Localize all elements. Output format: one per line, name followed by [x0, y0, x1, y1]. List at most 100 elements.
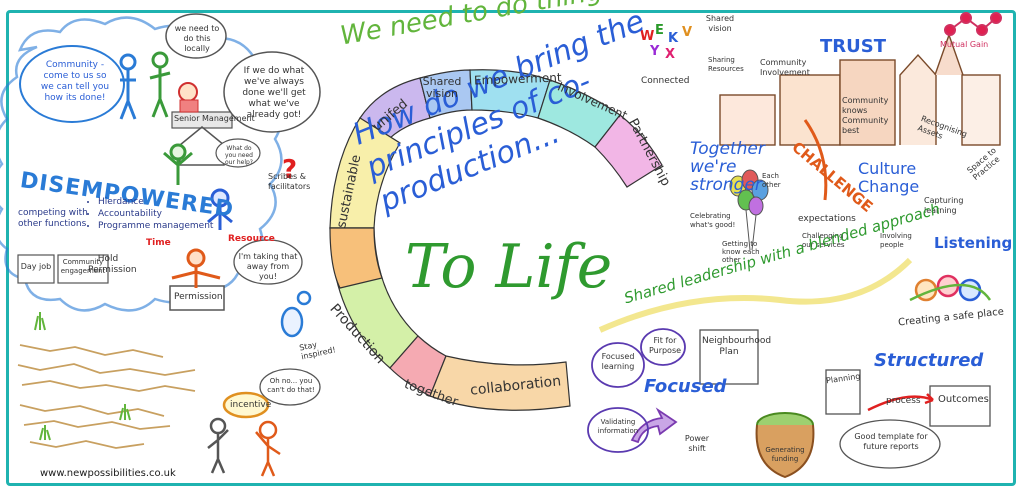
- community-involvement-label: Community Involvement: [760, 58, 810, 77]
- locally-thought-bubble: [165, 13, 227, 59]
- town-buildings: [719, 32, 1001, 146]
- community-speech-bubble: [19, 45, 125, 123]
- question-mark-icon: ?: [282, 155, 297, 185]
- svg-text:E: E: [655, 23, 664, 38]
- community-engagement-label: Community engagement: [60, 258, 106, 275]
- focused-arrow-icon: [630, 407, 678, 444]
- community-figures: [119, 51, 171, 120]
- svg-text:V: V: [682, 25, 692, 40]
- disempowered-list: Hierdance Accountability Programme manag…: [86, 196, 213, 232]
- culture-change-title: Culture Change: [858, 159, 920, 196]
- community-knows-label: Community knows Community best: [842, 96, 889, 135]
- incentive-label: incentive: [230, 400, 272, 410]
- capturing-learning-label: Capturing learning: [924, 196, 964, 215]
- listening-label: Listening: [934, 234, 1013, 252]
- seek-permission-label: Hold Permission: [88, 254, 137, 275]
- permission-figure: [171, 248, 221, 288]
- day-job-box: [17, 254, 55, 284]
- incentive-carrot: [222, 391, 270, 419]
- community-quote: Community - come to us so we can tell yo…: [40, 60, 110, 103]
- structured-title: Structured: [874, 350, 984, 371]
- structured-arrow: [867, 395, 934, 412]
- focused-learning-label: Focused learning: [601, 352, 635, 371]
- svg-text:Y: Y: [649, 44, 660, 59]
- senior-management-desk: [171, 111, 233, 129]
- outcomes-label: Outcomes: [938, 394, 989, 405]
- generating-funding-pot-icon: [755, 412, 815, 479]
- good-template-cloud: [839, 419, 941, 469]
- oh-no-bubble: [259, 368, 321, 406]
- permission-label: Permission: [174, 292, 223, 302]
- sharing-resources-label: Sharing Resources: [708, 56, 744, 73]
- manager-head: [178, 82, 198, 102]
- involving-people-label: Involving people: [880, 232, 912, 249]
- generating-funding-label: Generating funding: [765, 446, 805, 463]
- list-item: Programme management: [98, 220, 213, 232]
- cracked-ground: [17, 344, 196, 449]
- structured-arrow-tip: [924, 393, 934, 405]
- oh-no-quote: Oh no... you can't do that!: [267, 377, 315, 394]
- doing-what-weve-always-done-bubble: [223, 51, 321, 133]
- power-shift-label: Power shift: [684, 434, 710, 453]
- planning-doc: [825, 369, 861, 415]
- stay-inspired-figure: [280, 290, 312, 338]
- website-url[interactable]: www.newpossibilities.co.uk: [40, 468, 176, 479]
- process-label: process: [886, 396, 921, 406]
- neighbourhood-plan-doc: [699, 329, 759, 385]
- senior-management-label: Senior Management: [174, 114, 255, 123]
- co-production-spiral: [329, 69, 663, 411]
- list-item: Accountability: [98, 208, 213, 220]
- together-stronger-title: Together we're stronger: [690, 139, 765, 195]
- each-other-label: Each other: [762, 172, 781, 189]
- what-do-you-need-note: What do you need our help?: [224, 145, 253, 166]
- expectations-label: expectations: [798, 214, 856, 224]
- competing-note: competing with other functions: [18, 208, 88, 229]
- balloons: [729, 169, 769, 251]
- focused-clouds: [587, 328, 686, 453]
- resource-label: Resource: [228, 234, 275, 244]
- trust-label: TRUST: [820, 36, 886, 57]
- taking-that-away-bubble: [233, 239, 303, 285]
- incentive-figures: [207, 417, 281, 477]
- green-figure: [163, 143, 193, 185]
- spiral-segment-partnership: [594, 114, 663, 188]
- good-template-label: Good template for future reports: [854, 432, 928, 451]
- scribes-note: Scribes & facilitators: [268, 172, 311, 191]
- challenge-ribbon: [803, 119, 828, 201]
- to-life-title: To Life: [405, 232, 613, 302]
- list-item: Hierdance: [98, 196, 213, 208]
- fit-for-purpose-label: Fit for Purpose: [648, 336, 682, 355]
- neighbourhood-plan-label: Neighbourhood Plan: [702, 336, 772, 357]
- blended-approach-swirl: [598, 257, 913, 333]
- svg-text:W: W: [640, 29, 654, 44]
- time-label: Time: [146, 238, 171, 248]
- spiral-label-shared-vision: Shared vision: [422, 75, 462, 100]
- spiral-segment-collaboration: [429, 355, 571, 411]
- shared-vision-note: Shared vision: [705, 14, 735, 33]
- taking-away-quote: I'm taking that away from you!: [238, 252, 298, 281]
- outcomes-doc: [929, 385, 991, 427]
- validating-information-label: Validating information: [597, 418, 639, 435]
- grass-tufts: [34, 312, 131, 441]
- celebrating-label: Celebrating what's good!: [690, 212, 736, 229]
- focused-title: Focused: [644, 376, 727, 397]
- day-job-label: Day job: [20, 262, 52, 271]
- safe-place-group: [909, 274, 992, 302]
- mutual-gain-molecule-icon: [944, 12, 1002, 36]
- getting-to-know-label: Getting to know each other: [722, 240, 760, 264]
- spiral-segment-orange: [329, 227, 383, 289]
- question-bubble: [215, 138, 261, 168]
- blue-worker-figure: [207, 188, 233, 230]
- mutual-gain-label: Mutual Gain: [940, 40, 989, 49]
- always-done-quote: If we do what we've always done we'll ge…: [242, 66, 306, 120]
- svg-text:K: K: [668, 31, 679, 46]
- svg-text:X: X: [665, 47, 675, 62]
- community-engagement-box: [57, 254, 109, 284]
- connected-label: Connected: [641, 76, 690, 86]
- locally-note: we need to do this locally: [174, 24, 220, 53]
- manager-body: [179, 99, 199, 113]
- challenging-services-label: Challenging our services: [802, 232, 845, 249]
